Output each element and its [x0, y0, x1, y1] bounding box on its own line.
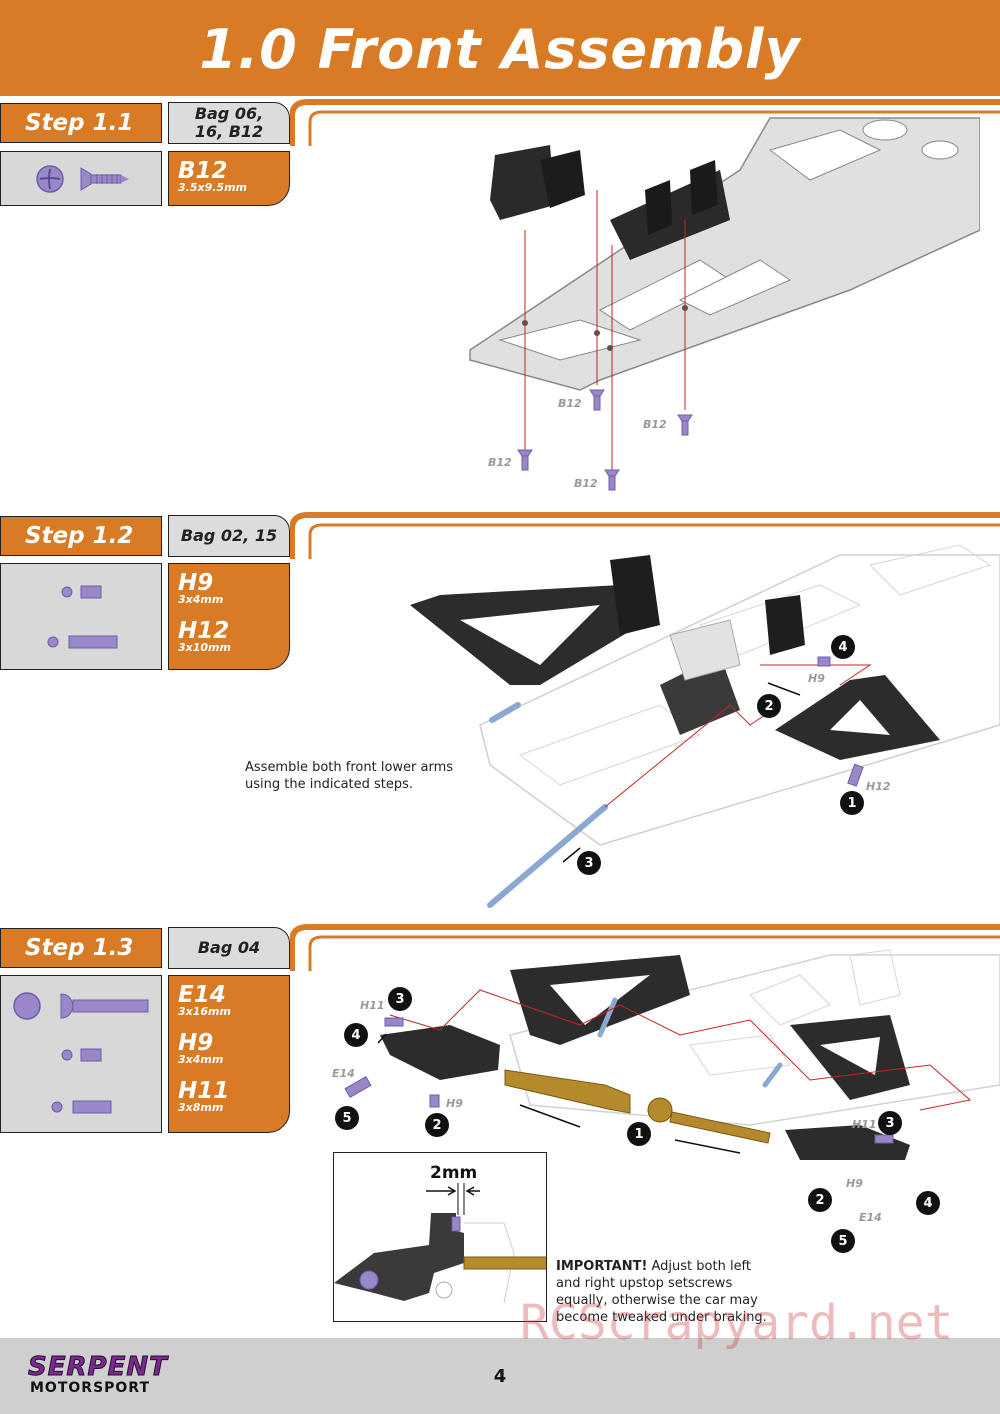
step-1-2-bag: Bag 02, 15 — [168, 515, 290, 557]
part-label: E14 — [332, 1067, 355, 1080]
screw-label: B12 — [488, 456, 512, 469]
callout-badge: 5 — [335, 1106, 359, 1130]
part-label: H11 — [360, 999, 385, 1012]
step-1-3-parts-box: E14 3x16mm H9 3x4mm H11 3x8mm — [168, 975, 290, 1133]
step-1-2-parts-icons — [0, 563, 162, 670]
callout-badge: 3 — [878, 1111, 902, 1135]
note-text: become tweaked under braking. — [556, 1310, 767, 1325]
note-line: Assemble both front lower arms — [245, 760, 454, 775]
note-line: using the indicated steps. — [245, 777, 414, 792]
brand-logo-motorsport: MOTORSPORT — [30, 1380, 151, 1396]
callout-badge: 5 — [831, 1229, 855, 1253]
setscrew-short-icon — [61, 1048, 102, 1062]
part-name: H11 — [178, 1078, 230, 1104]
part-name: H9 — [178, 570, 214, 596]
important-note: IMPORTANT! Adjust both left and right up… — [556, 1258, 796, 1326]
part-size: 3x4mm — [178, 593, 224, 606]
step-1-1-label: Step 1.1 — [0, 103, 162, 143]
step-1-3-parts-icons — [0, 975, 162, 1133]
dimension-label: 2mm — [430, 1163, 478, 1183]
callout-badge: 3 — [577, 851, 601, 875]
part-label: H12 — [866, 780, 891, 793]
callout-badge: 2 — [425, 1113, 449, 1137]
part-size: 3x8mm — [178, 1101, 224, 1114]
chassis-plate-illustration — [469, 117, 980, 491]
important-label: IMPORTANT! — [556, 1259, 648, 1274]
part-size: 3x10mm — [178, 641, 231, 654]
page-number: 4 — [493, 1366, 507, 1387]
callout-badge: 2 — [808, 1188, 832, 1212]
lower-arm-illustration — [410, 544, 1000, 908]
step-1-3-divider — [290, 924, 1000, 971]
page-footer — [0, 1338, 1000, 1414]
callout-badge: 1 — [627, 1122, 651, 1146]
part-size: 3x16mm — [178, 1005, 231, 1018]
step-1-2-divider — [290, 512, 1000, 559]
upstop-detail-inset: 2mm — [333, 1152, 547, 1322]
part-b12-box: B12 3.5x9.5mm — [168, 151, 290, 206]
part-name: E14 — [178, 982, 226, 1008]
callout-badge: 3 — [388, 987, 412, 1011]
phillips-head-icon — [36, 165, 64, 193]
bag-line-1: Bag 06, — [194, 104, 264, 123]
screw-label: B12 — [643, 418, 667, 431]
step-1-3-label: Step 1.3 — [0, 928, 162, 968]
note-text: Adjust both left — [647, 1259, 752, 1274]
part-label: H11 — [852, 1118, 877, 1131]
part-size: 3x4mm — [178, 1053, 224, 1066]
part-name: B12 — [178, 158, 228, 184]
assembly-note: Assemble both front lower arms using the… — [245, 759, 453, 793]
upstop-detail-drawing — [334, 1183, 546, 1304]
bag-line-2: 16, B12 — [194, 122, 264, 141]
part-name: H12 — [178, 618, 230, 644]
callout-badge: 4 — [831, 635, 855, 659]
countersunk-screw-icon — [80, 167, 129, 191]
step-1-1-bag: Bag 06, 16, B12 — [168, 102, 290, 144]
screw-label: B12 — [574, 477, 598, 490]
part-label: H9 — [446, 1097, 463, 1110]
screw-label: B12 — [558, 397, 582, 410]
step-1-1-divider — [290, 99, 1000, 146]
setscrew-short-icon — [61, 585, 102, 599]
setscrew-medium-icon — [51, 1100, 112, 1114]
step-1-1-parts-icons — [0, 151, 162, 206]
note-text: equally, otherwise the car may — [556, 1293, 758, 1308]
watermark: RCScrapyard.net — [520, 1295, 954, 1351]
setscrew-long-icon — [47, 635, 118, 649]
step-1-2-label: Step 1.2 — [0, 516, 162, 556]
callout-badge: 2 — [757, 694, 781, 718]
page-header — [0, 0, 1000, 96]
callout-badge: 4 — [916, 1191, 940, 1215]
part-label: H9 — [808, 672, 825, 685]
button-head-screw-icon — [13, 992, 149, 1020]
part-name: H9 — [178, 1030, 214, 1056]
page-title: 1.0 Front Assembly — [199, 18, 801, 81]
part-label: E14 — [859, 1211, 882, 1224]
callout-badge: 4 — [344, 1023, 368, 1047]
upstop-illustration — [344, 949, 1000, 1160]
note-text: and right upstop setscrews — [556, 1276, 733, 1291]
step-1-3-bag: Bag 04 — [168, 927, 290, 969]
part-size: 3.5x9.5mm — [178, 181, 247, 194]
brand-logo-serpent: SERPENT — [28, 1352, 168, 1383]
step-1-2-parts-box: H9 3x4mm H12 3x10mm — [168, 563, 290, 670]
callout-badge: 1 — [840, 791, 864, 815]
part-label: H9 — [846, 1177, 863, 1190]
